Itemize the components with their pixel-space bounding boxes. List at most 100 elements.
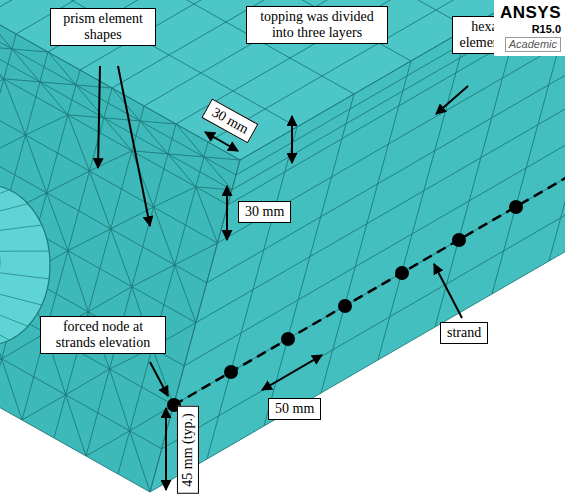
mesh-line <box>0 225 42 231</box>
mesh-line <box>0 320 9 340</box>
strand-node <box>338 299 352 313</box>
mesh-line <box>12 49 40 82</box>
callout-text: forced node at strands elevation <box>47 319 159 351</box>
mesh-line <box>378 28 468 360</box>
callout-box: 30 mm <box>238 201 291 223</box>
leader-arrow <box>118 66 150 226</box>
mesh-line <box>196 0 565 323</box>
mesh-line <box>0 150 184 366</box>
mesh-line <box>140 121 168 154</box>
callout-text: topping was divided into three layers <box>253 9 381 41</box>
mesh-line <box>0 79 4 99</box>
strand-node <box>452 233 466 247</box>
mesh-line <box>112 0 565 88</box>
mesh-line <box>90 151 132 171</box>
mesh-line <box>68 251 88 312</box>
mesh-line <box>168 154 204 157</box>
strand-node <box>281 332 295 346</box>
mesh-line <box>264 94 354 426</box>
leader-arrow <box>436 86 468 114</box>
mesh-line <box>66 369 110 395</box>
logo-text: R15.0 <box>500 23 561 36</box>
callout-box: 45 mm (typ.) <box>177 406 199 494</box>
mesh-line <box>0 204 28 215</box>
mesh-line <box>162 53 565 449</box>
callout-text: prism element shapes <box>57 11 149 43</box>
mesh-line <box>0 0 411 61</box>
mesh-line <box>0 46 4 79</box>
callout-text: 30 mm <box>209 104 251 137</box>
strand-node <box>395 266 409 280</box>
top-mesh <box>0 0 565 160</box>
end-mesh <box>0 0 240 492</box>
mesh-line <box>132 151 168 154</box>
mesh-line <box>140 121 176 124</box>
mesh-line <box>26 115 68 135</box>
mesh-line <box>66 395 86 456</box>
strand-dash <box>174 158 565 405</box>
mesh-line <box>132 265 175 287</box>
mesh-line <box>0 135 26 157</box>
mesh-line <box>228 0 565 205</box>
mesh-line <box>207 0 565 283</box>
mesh-line <box>111 229 132 287</box>
mesh-line <box>196 187 218 243</box>
callout-box: 30 mm <box>201 98 258 143</box>
mesh-line <box>0 0 236 175</box>
mesh-line <box>76 85 112 88</box>
callout-text: strand <box>447 325 481 341</box>
mesh-line <box>176 124 204 157</box>
mesh-line <box>208 0 565 142</box>
mesh-line <box>68 229 111 251</box>
side-face <box>150 0 565 492</box>
mesh-line <box>48 52 76 85</box>
mesh-line <box>104 118 132 151</box>
mesh-line <box>132 151 154 207</box>
strand-line <box>167 158 565 412</box>
mesh-line <box>0 251 49 252</box>
mesh-line <box>68 115 90 171</box>
logo-text: Academic <box>505 37 561 52</box>
strand-node <box>509 200 523 214</box>
mesh-line <box>0 273 49 279</box>
callout-text: 50 mm <box>275 401 314 417</box>
mesh-line <box>0 190 9 204</box>
dimension-arrow <box>262 355 322 390</box>
mesh-line <box>204 157 232 190</box>
mesh-line <box>104 118 140 121</box>
mesh-line <box>4 79 26 135</box>
mesh-line <box>184 0 565 366</box>
mesh-line <box>492 0 565 294</box>
callout-text: 45 mm (typ.) <box>180 413 196 487</box>
mesh-line <box>0 293 42 305</box>
dimension-arrow <box>165 408 167 490</box>
leader-arrows <box>98 66 468 490</box>
callout-box: strand <box>440 322 488 344</box>
mesh-line <box>40 82 76 85</box>
mesh-line <box>26 135 47 193</box>
callout-box: topping was divided into three layers <box>246 6 388 44</box>
mesh-line <box>175 265 196 323</box>
mesh-line <box>12 49 48 52</box>
mesh-line <box>236 0 565 175</box>
mesh-line <box>0 16 12 49</box>
mesh-line <box>204 157 240 160</box>
mesh-line <box>48 0 565 52</box>
callout-text: 30 mm <box>245 204 284 220</box>
mesh-line <box>144 0 565 106</box>
mesh-line <box>90 171 111 229</box>
mesh-line <box>40 82 68 115</box>
leader-arrow <box>150 362 168 396</box>
mesh-line <box>154 207 175 265</box>
mesh-line <box>2 359 22 420</box>
mesh-line <box>175 243 218 265</box>
dimension-arrow <box>291 116 293 163</box>
mesh-line <box>232 0 565 190</box>
strand-node <box>224 365 238 379</box>
mesh-line <box>168 154 196 187</box>
